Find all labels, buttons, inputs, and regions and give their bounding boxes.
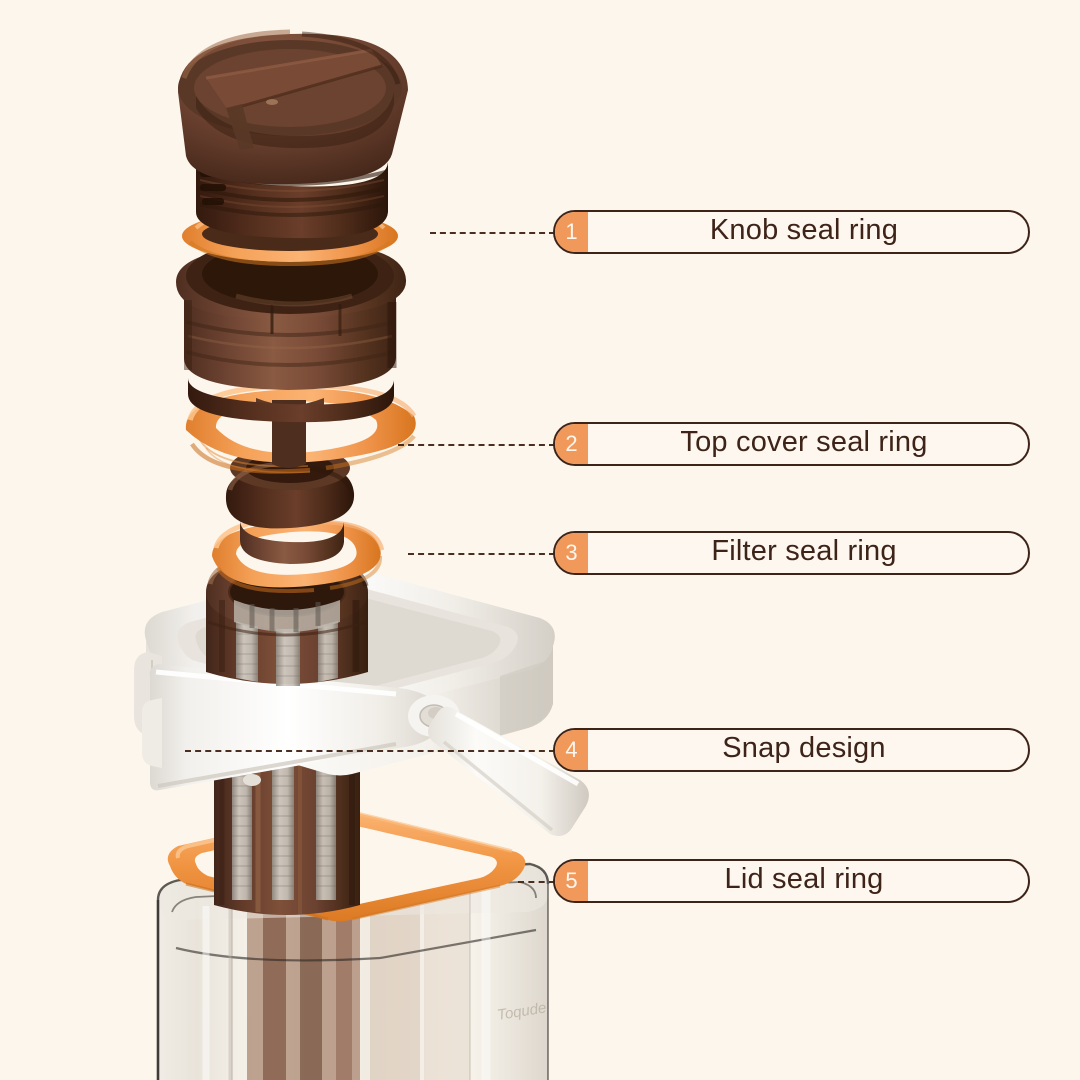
callout-5-label: Lid seal ring [724, 863, 884, 895]
knob [178, 29, 408, 239]
callout-1[interactable]: 1 Knob seal ring [553, 210, 1030, 254]
callout-5[interactable]: 5 Lid seal ring [553, 859, 1030, 903]
callout-4-label: Snap design [722, 732, 886, 764]
callout-1-label: Knob seal ring [709, 214, 899, 246]
callout-3[interactable]: 3 Filter seal ring [553, 531, 1030, 575]
snap-clamp [142, 664, 589, 836]
leader-line-5 [518, 881, 555, 883]
leader-line-2 [398, 444, 555, 446]
callout-2-label: Top cover seal ring [680, 426, 928, 458]
callout-4[interactable]: 4 Snap design [553, 728, 1030, 772]
callout-1-number: 1 [555, 212, 588, 252]
callout-5-number: 5 [555, 861, 588, 901]
callout-2[interactable]: 2 Top cover seal ring [553, 422, 1030, 466]
leader-line-4 [185, 750, 555, 752]
callout-2-number: 2 [555, 424, 588, 464]
callout-4-number: 4 [555, 730, 588, 770]
leader-line-3 [408, 553, 555, 555]
callout-3-number: 3 [555, 533, 588, 573]
callout-3-label: Filter seal ring [711, 535, 897, 567]
leader-line-1 [430, 232, 555, 234]
